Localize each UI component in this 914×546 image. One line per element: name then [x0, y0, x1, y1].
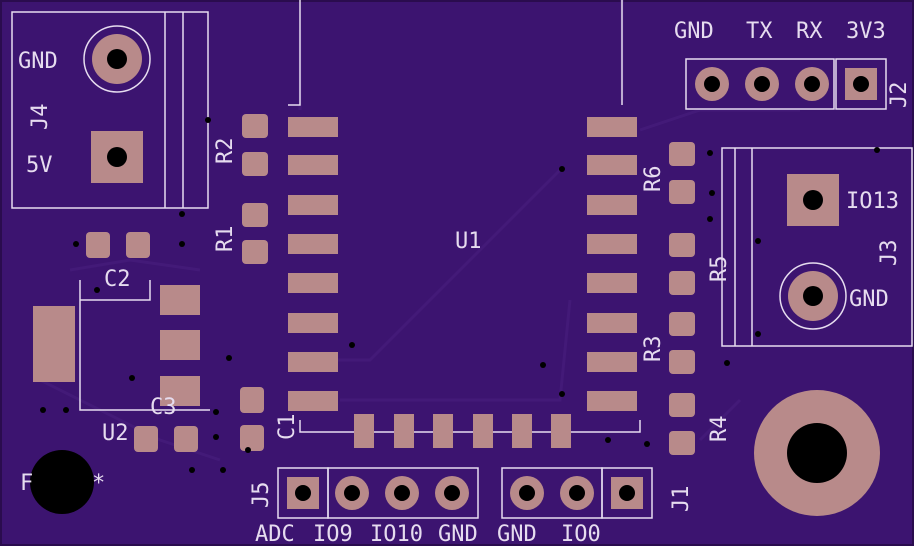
- r2-label: R2: [213, 138, 238, 165]
- j2-gnd-label: GND: [674, 19, 714, 44]
- j4-terminal: [11, 11, 209, 209]
- vias: [40, 117, 880, 473]
- r1-label: R1: [213, 226, 238, 253]
- r6-label: R6: [641, 166, 666, 193]
- r4-label: R4: [707, 416, 732, 443]
- j2-header: [685, 58, 887, 110]
- j5-io9-label: IO9: [313, 522, 353, 546]
- c2-pad-left: [86, 232, 110, 258]
- j2-label: J2: [887, 82, 912, 109]
- j1-label: J1: [669, 486, 694, 513]
- j4-gnd-label: GND: [18, 49, 58, 74]
- star-mark: *: [92, 471, 105, 496]
- j1-header: [501, 467, 653, 519]
- c3-pad-right: [174, 426, 198, 452]
- c2-label: C2: [104, 267, 131, 292]
- c2-pad-right: [126, 232, 150, 258]
- c3-label: C3: [150, 395, 177, 420]
- j5-label: J5: [249, 482, 274, 509]
- r4-pad-top: [669, 393, 695, 417]
- c1-label: C1: [275, 414, 300, 441]
- j4-5v-label: 5V: [26, 153, 53, 178]
- fiducial-label: F: [20, 471, 33, 496]
- c1-pad-bottom: [240, 425, 264, 451]
- r5-pad-bottom: [669, 271, 695, 295]
- j2-tx-label: TX: [746, 19, 773, 44]
- j3-gnd-label: GND: [849, 287, 889, 312]
- j5-header: [277, 467, 479, 519]
- r5-label: R5: [707, 256, 732, 283]
- r2-pad-bottom: [242, 152, 268, 176]
- j1-gnd-label: GND: [497, 522, 537, 546]
- fiducial: [30, 450, 94, 514]
- r3-pad-bottom: [669, 350, 695, 374]
- j1-io0-label: IO0: [561, 522, 601, 546]
- r5-pad-top: [669, 233, 695, 257]
- j3-io13-label: IO13: [846, 189, 899, 214]
- j2-3v3-label: 3V3: [846, 19, 886, 44]
- j5-io10-label: IO10: [370, 522, 423, 546]
- c1-pad-top: [240, 387, 264, 413]
- j4-label: J4: [28, 104, 53, 131]
- r2-pad-top: [242, 114, 268, 138]
- r3-label: R3: [641, 336, 666, 363]
- r1-pad-bottom: [242, 240, 268, 264]
- j5-gnd-label: GND: [438, 522, 478, 546]
- mounting-hole: [754, 390, 880, 516]
- j5-adc-label: ADC: [255, 522, 295, 546]
- r3-pad-top: [669, 312, 695, 336]
- u2-regulator: [33, 280, 210, 411]
- j3-label: J3: [877, 240, 902, 267]
- u1-label: U1: [455, 229, 482, 254]
- j3-terminal: [721, 147, 913, 347]
- r6-pad-top: [669, 142, 695, 166]
- r6-pad-bottom: [669, 180, 695, 204]
- u1-module: [288, 0, 641, 448]
- r4-pad-bottom: [669, 431, 695, 455]
- j2-rx-label: RX: [796, 19, 823, 44]
- r1-pad-top: [242, 203, 268, 227]
- u2-label: U2: [102, 421, 129, 446]
- c3-pad-left: [134, 426, 158, 452]
